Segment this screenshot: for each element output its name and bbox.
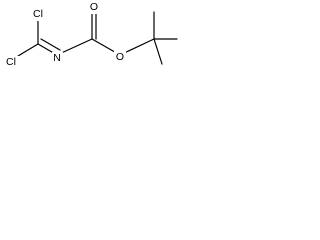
chemical-structure: Cl Cl N O O bbox=[3, 1, 178, 69]
atom-label-ester-oxygen: O bbox=[116, 51, 124, 63]
atom-nitrogen: N bbox=[52, 52, 63, 65]
atom-cl-bottom: Cl bbox=[3, 56, 19, 69]
atom-label-cl-bottom: Cl bbox=[6, 56, 16, 68]
atom-label-nitrogen: N bbox=[53, 52, 61, 64]
atom-ester-oxygen: O bbox=[114, 51, 126, 64]
bond-c-cl-bottom bbox=[17, 43, 39, 57]
bond-cq-me-down bbox=[153, 38, 163, 65]
bond-c-n-double-b bbox=[40, 38, 61, 51]
atom-label-cl-top: Cl bbox=[33, 8, 43, 20]
atom-carbonyl-oxygen: O bbox=[88, 1, 100, 14]
atom-cl-top: Cl bbox=[30, 8, 46, 21]
atom-label-carbonyl-oxygen: O bbox=[90, 1, 98, 13]
